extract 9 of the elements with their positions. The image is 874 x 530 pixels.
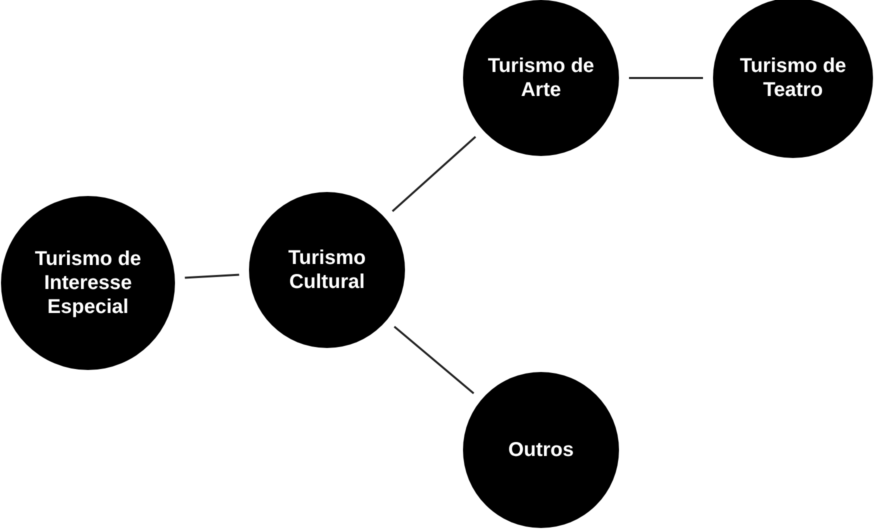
node-label: Turismo de Teatro: [738, 54, 848, 102]
connector-line: [629, 77, 703, 79]
node-label: Turismo de Interesse Especial: [34, 247, 142, 319]
node-label: Outros: [507, 438, 575, 462]
connector-line: [394, 326, 474, 394]
connector-line: [392, 136, 476, 212]
connector-line: [184, 274, 240, 279]
node-label: Turismo Cultural: [287, 246, 367, 294]
node-label: Turismo de Arte: [486, 54, 596, 102]
